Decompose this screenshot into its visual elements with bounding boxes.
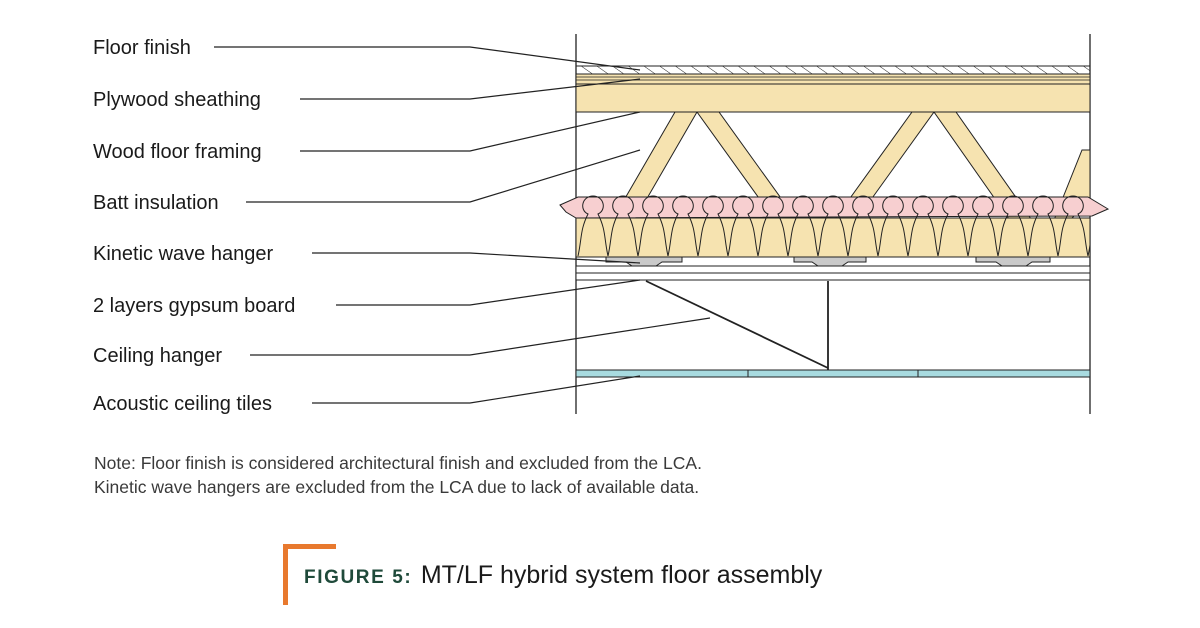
label-floor-finish: Floor finish <box>93 37 191 59</box>
batt-loop <box>907 195 939 257</box>
batt-loop <box>577 195 609 257</box>
batt-loop <box>1057 195 1089 257</box>
batt-loop <box>1027 195 1059 257</box>
batt-loop <box>757 195 789 257</box>
floor-assembly-diagram: Floor finish Plywood sheathing Wood floo… <box>93 34 1110 415</box>
kinetic-wave-hangers <box>605 256 1051 267</box>
plywood-sheathing-layer <box>575 73 1091 85</box>
figure-title: MT/LF hybrid system floor assembly <box>420 561 823 589</box>
label-acoustic-ceiling-tiles: Acoustic ceiling tiles <box>93 393 272 415</box>
label-batt-insulation: Batt insulation <box>93 192 219 214</box>
note-floor-finish: Note: Floor finish is considered archite… <box>94 453 702 473</box>
batt-loop <box>697 195 729 257</box>
batt-loop <box>877 195 909 257</box>
label-kinetic-wave-hanger: Kinetic wave hanger <box>93 243 273 265</box>
batt-loop <box>997 195 1029 257</box>
ceiling-hanger <box>645 280 838 377</box>
label-plywood-sheathing: Plywood sheathing <box>93 89 261 111</box>
gypsum-board-layers <box>575 265 1091 281</box>
batt-insulation <box>559 195 1110 258</box>
batt-loop <box>637 195 669 257</box>
batt-loop <box>607 195 639 257</box>
batt-loop <box>727 195 759 257</box>
batt-loop <box>817 195 849 257</box>
figure-accent-bracket <box>283 544 336 605</box>
figure-number: FIGURE 5: <box>304 567 413 588</box>
batt-loop <box>847 195 879 257</box>
note-kinetic-wave-hangers: Kinetic wave hangers are excluded from t… <box>94 477 700 497</box>
batt-loop <box>967 195 999 257</box>
label-wood-floor-framing: Wood floor framing <box>93 141 262 163</box>
label-ceiling-hanger: Ceiling hanger <box>93 345 222 367</box>
floor-finish-layer <box>575 65 1091 75</box>
label-gypsum-board: 2 layers gypsum board <box>93 295 295 317</box>
leader-lines <box>214 46 711 404</box>
figure-caption: FIGURE 5: MT/LF hybrid system floor asse… <box>304 561 822 590</box>
batt-loop <box>937 195 969 257</box>
acoustic-ceiling-tiles <box>575 369 1091 378</box>
batt-loop <box>667 195 699 257</box>
top-chord <box>575 83 1091 113</box>
batt-loop <box>787 195 819 257</box>
